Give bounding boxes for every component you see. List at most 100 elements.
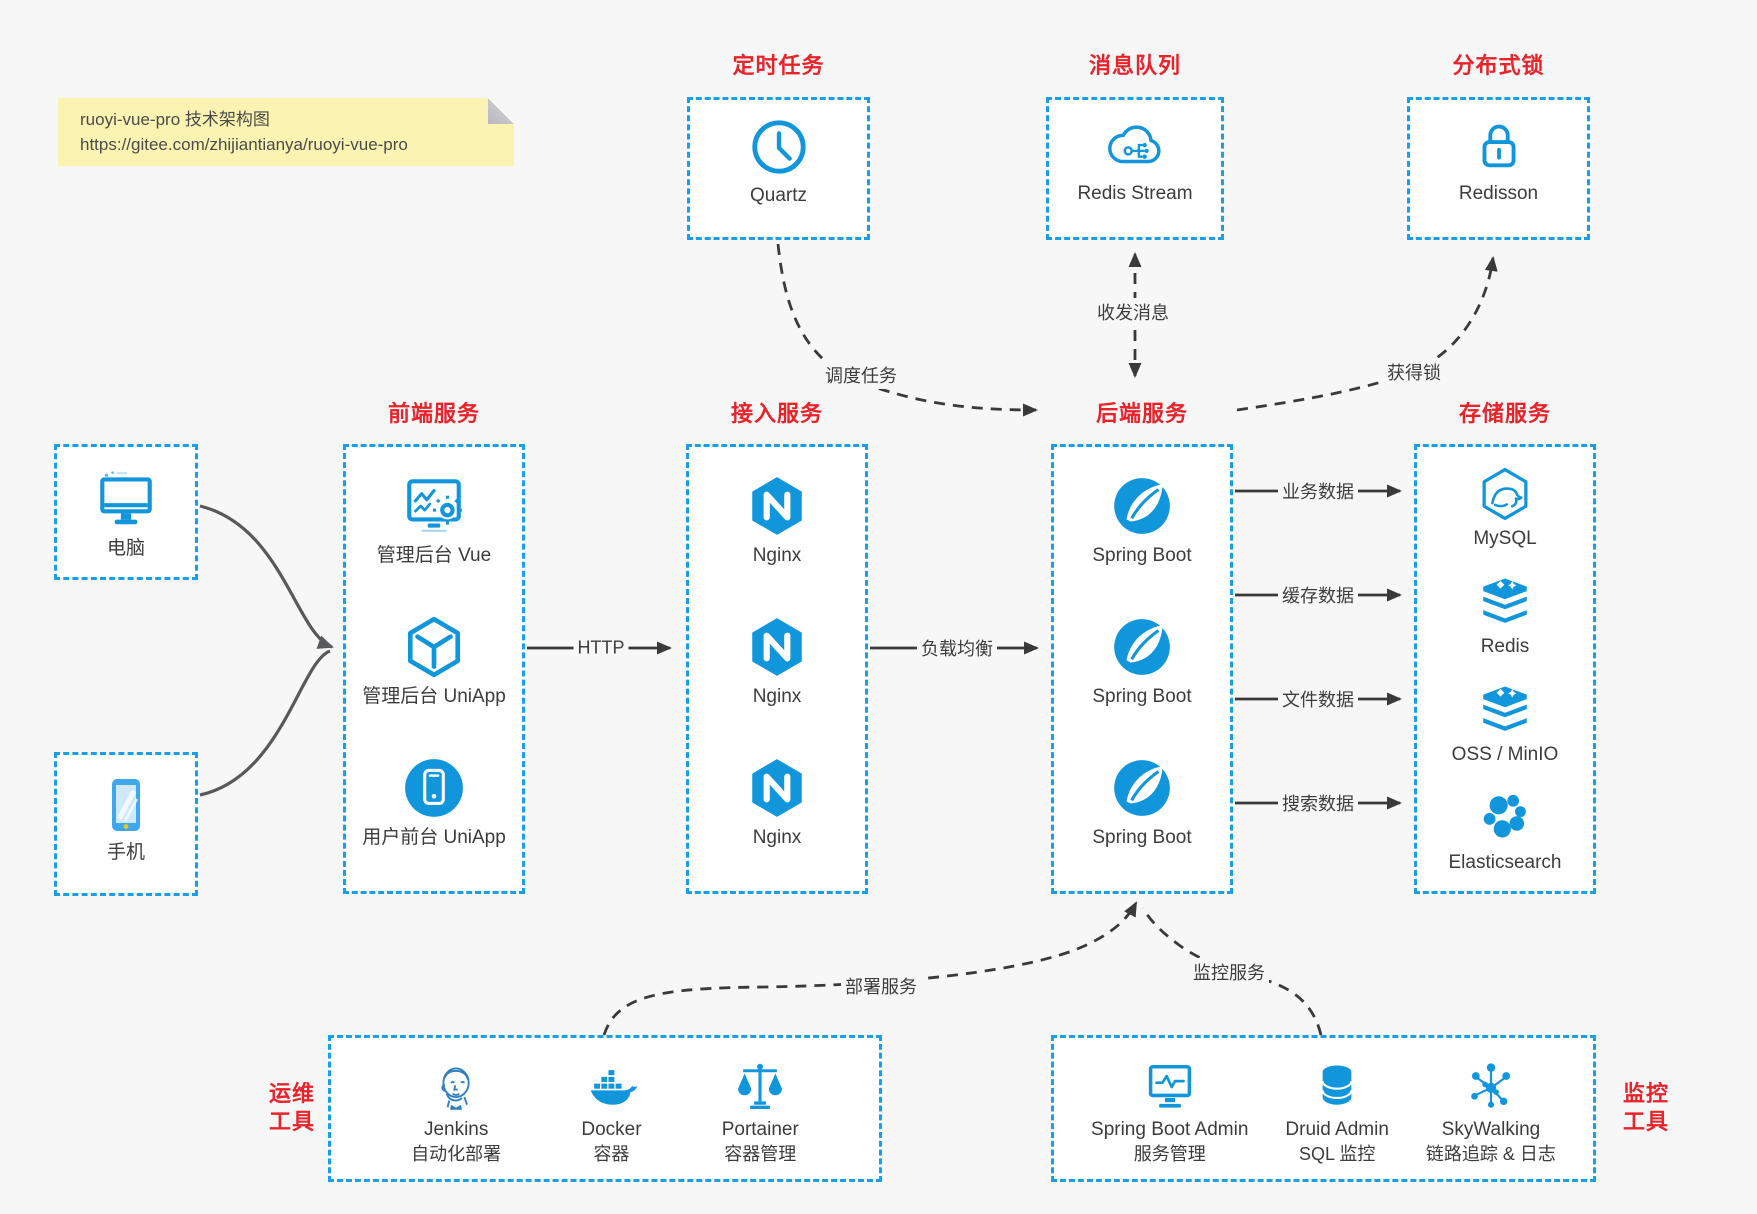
ops-tools-title: 运维 工具 [252, 1080, 332, 1136]
storage-services-box: MySQL Redis [1414, 444, 1596, 894]
acquire-lock-label: 获得锁 [1383, 358, 1445, 386]
oss-minio-label: OSS / MinIO [1451, 744, 1559, 765]
search-data-label: 搜索数据 [1278, 789, 1358, 817]
note-url: https://gitee.com/zhijiantianya/ruoyi-vu… [80, 135, 408, 154]
nginx-item-3: Nginx [744, 755, 810, 850]
clock-icon [751, 120, 806, 174]
frontend-services-box: 管理后台 Vue 管理后台 UniApp 用户前台 UniApp [343, 444, 525, 894]
column-title-storage: 存储服务 [1458, 401, 1551, 426]
elasticsearch-icon [1483, 794, 1526, 838]
druid-icon [1321, 1065, 1353, 1105]
elasticsearch-label: Elasticsearch [1448, 852, 1562, 873]
monitor-service-label: 监控服务 [1189, 958, 1269, 986]
nginx-label: Nginx [752, 545, 802, 566]
oss-minio-icon [1483, 686, 1527, 731]
send-receive-message-label: 收发消息 [1093, 298, 1173, 326]
skywalking-sublabel: 链路追踪 & 日志 [1425, 1144, 1556, 1164]
spring-boot-label: Spring Boot [1092, 686, 1192, 707]
spring-boot-item-2: Spring Boot [1092, 614, 1192, 709]
frontend-item-admin-vue: 管理后台 Vue [377, 473, 491, 568]
admin-vue-label: 管理后台 Vue [376, 545, 492, 566]
mobile-label: 手机 [106, 842, 145, 863]
redis-stream-box: Redis Stream [1046, 97, 1224, 240]
spring-boot-item-1: Spring Boot [1092, 473, 1192, 568]
desktop-icon [100, 471, 152, 525]
jenkins-label: Jenkins [423, 1119, 489, 1140]
quartz-label: Quartz [749, 185, 808, 206]
ops-item-portainer: Portainer 容器管理 [722, 1038, 799, 1166]
smartphone-icon [112, 779, 140, 831]
monitor-item-spring-boot-admin: Spring Boot Admin 服务管理 [1091, 1038, 1248, 1166]
mysql-label: MySQL [1473, 528, 1537, 549]
nginx-icon [752, 618, 802, 676]
note-fold-corner [488, 98, 514, 124]
column-title-backend: 后端服务 [1095, 401, 1188, 426]
mysql-icon [1482, 467, 1528, 521]
spring-icon [1114, 760, 1170, 816]
docker-label: Docker [581, 1119, 642, 1140]
storage-item-oss-minio: OSS / MinIO [1451, 681, 1559, 767]
jenkins-sublabel: 自动化部署 [411, 1144, 502, 1164]
portainer-label: Portainer [721, 1119, 799, 1140]
redis-label: Redis [1480, 636, 1530, 657]
nginx-item-1: Nginx [744, 473, 810, 568]
file-data-label: 文件数据 [1278, 685, 1358, 713]
redisson-label: Redisson [1458, 183, 1539, 204]
nginx-icon [752, 759, 802, 817]
mobile-client-box: 手机 [54, 752, 198, 896]
portainer-icon [738, 1063, 783, 1109]
spring-boot-admin-sublabel: 服务管理 [1133, 1144, 1206, 1164]
edge-mobile-to-frontend [199, 649, 331, 797]
pc-client-box: 电脑 [54, 444, 198, 580]
http-label: HTTP [573, 636, 629, 660]
pc-label: 电脑 [106, 538, 145, 559]
monitor-item-druid: Druid Admin SQL 监控 [1285, 1038, 1389, 1166]
monitor-title-line1: 监控 [1622, 1081, 1669, 1106]
group-title-scheduled-task: 定时任务 [732, 53, 825, 78]
portainer-sublabel: 容器管理 [724, 1144, 797, 1164]
nginx-label: Nginx [752, 686, 802, 707]
group-title-message-queue: 消息队列 [1088, 53, 1181, 78]
frontend-item-user-uniapp: 用户前台 UniApp [362, 755, 506, 850]
druid-sublabel: SQL 监控 [1298, 1144, 1376, 1164]
group-title-distributed-lock: 分布式锁 [1452, 53, 1545, 78]
load-balance-label: 负载均衡 [917, 634, 997, 662]
redis-stream-label: Redis Stream [1077, 183, 1193, 204]
cloud-stream-icon [1108, 125, 1161, 164]
spring-icon [1114, 619, 1170, 675]
skywalking-icon [1471, 1063, 1510, 1108]
cube-icon [407, 616, 461, 678]
nginx-icon [752, 477, 802, 535]
monitor-tools-title: 监控 工具 [1606, 1080, 1686, 1136]
jenkins-icon [441, 1067, 470, 1110]
edge-deploy-service [602, 901, 1138, 1036]
ops-title-line1: 运维 [268, 1081, 315, 1106]
user-uniapp-label: 用户前台 UniApp [362, 827, 506, 848]
monitor-tools-box: Spring Boot Admin 服务管理 Druid Admin SQL 监… [1051, 1035, 1596, 1182]
nginx-label: Nginx [752, 827, 802, 848]
storage-item-redis: Redis [1476, 573, 1534, 659]
spring-boot-admin-icon [1148, 1064, 1191, 1108]
ops-item-jenkins: Jenkins 自动化部署 [411, 1038, 501, 1166]
edge-schedule-task [776, 243, 1038, 417]
phone-circle-icon [405, 759, 463, 817]
schedule-task-label: 调度任务 [821, 361, 901, 389]
docker-icon [591, 1070, 638, 1105]
skywalking-label: SkyWalking [1441, 1119, 1541, 1140]
spring-icon [1114, 478, 1170, 534]
docker-sublabel: 容器 [593, 1144, 630, 1164]
admin-vue-icon [407, 479, 462, 532]
edge-acquire-lock [1236, 256, 1498, 412]
edge-pc-to-frontend [199, 504, 334, 649]
spring-boot-admin-label: Spring Boot Admin [1091, 1119, 1249, 1140]
column-title-gateway: 接入服务 [730, 401, 823, 426]
business-data-label: 业务数据 [1278, 477, 1358, 505]
spring-boot-label: Spring Boot [1092, 827, 1192, 848]
spring-boot-item-3: Spring Boot [1092, 755, 1192, 850]
gateway-services-box: Nginx Nginx Nginx [686, 444, 868, 894]
monitor-title-line2: 工具 [1622, 1109, 1669, 1134]
deploy-service-label: 部署服务 [841, 972, 921, 1000]
druid-label: Druid Admin [1285, 1119, 1389, 1140]
storage-item-mysql: MySQL [1473, 465, 1537, 551]
